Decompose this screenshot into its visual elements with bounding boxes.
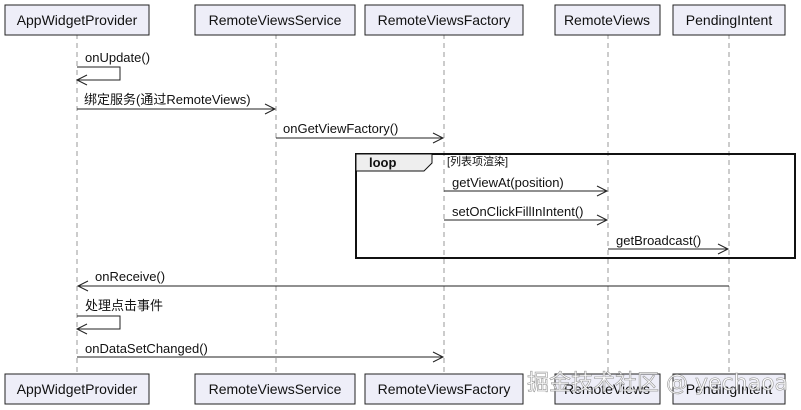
participant-label: RemoteViewsFactory (378, 381, 511, 397)
participant-remoteviewsfactory-top: RemoteViewsFactory (364, 4, 524, 36)
message-label: 绑定服务(通过RemoteViews) (84, 92, 251, 107)
participant-remoteviews-top: RemoteViews (554, 4, 661, 36)
watermark-text: 掘金技术社区 @ yechaoa (527, 371, 788, 396)
message-label: onGetViewFactory() (283, 121, 398, 136)
participant-remoteviewsfactory-bottom: RemoteViewsFactory (364, 373, 524, 405)
participant-pendingintent-bottom: PendingIntent (672, 373, 786, 405)
message-onupdate: onUpdate() (75, 50, 150, 86)
message-label: 处理点击事件 (85, 298, 163, 313)
participant-remoteviews-bottom: RemoteViews (554, 373, 661, 405)
participant-label: PendingIntent (686, 381, 773, 397)
participant-label: RemoteViewsService (209, 381, 342, 397)
message-label: onUpdate() (85, 50, 150, 65)
message-ondatasetchanged: onDataSetChanged() (77, 341, 445, 363)
participant-label: PendingIntent (686, 12, 773, 28)
participant-label: RemoteViews (564, 381, 650, 397)
loop-guard: [列表项渲染] (447, 154, 508, 168)
message-getviewat: getViewAt(position) (444, 175, 609, 197)
message-ongetviewfactory: onGetViewFactory() (276, 121, 445, 144)
message-label: onReceive() (95, 269, 165, 284)
message-handle-click: 处理点击事件 (75, 298, 163, 335)
message-bind-service: 绑定服务(通过RemoteViews) (77, 92, 277, 115)
participant-remoteviewsservice-bottom: RemoteViewsService (194, 373, 356, 405)
participant-remoteviewsservice-top: RemoteViewsService (194, 4, 356, 36)
message-getbroadcast: getBroadcast() (608, 233, 730, 255)
participant-label: RemoteViews (564, 12, 650, 28)
participant-appwidgetprovider-bottom: AppWidgetProvider (4, 373, 150, 405)
participant-pendingintent-top: PendingIntent (672, 4, 786, 36)
participant-label: AppWidgetProvider (17, 381, 138, 397)
participant-label: AppWidgetProvider (17, 12, 138, 28)
loop-keyword: loop (369, 155, 396, 170)
loop-frame: loop [列表项渲染] (355, 153, 796, 259)
message-label: setOnClickFillInIntent() (452, 204, 583, 219)
message-label: getViewAt(position) (452, 175, 564, 190)
participant-appwidgetprovider-top: AppWidgetProvider (4, 4, 150, 36)
participant-label: RemoteViewsFactory (378, 12, 511, 28)
message-label: onDataSetChanged() (85, 341, 208, 356)
message-onreceive: onReceive() (76, 269, 729, 292)
message-setonclickfillinintent: setOnClickFillInIntent() (444, 204, 609, 226)
message-label: getBroadcast() (616, 233, 701, 248)
participant-label: RemoteViewsService (209, 12, 342, 28)
